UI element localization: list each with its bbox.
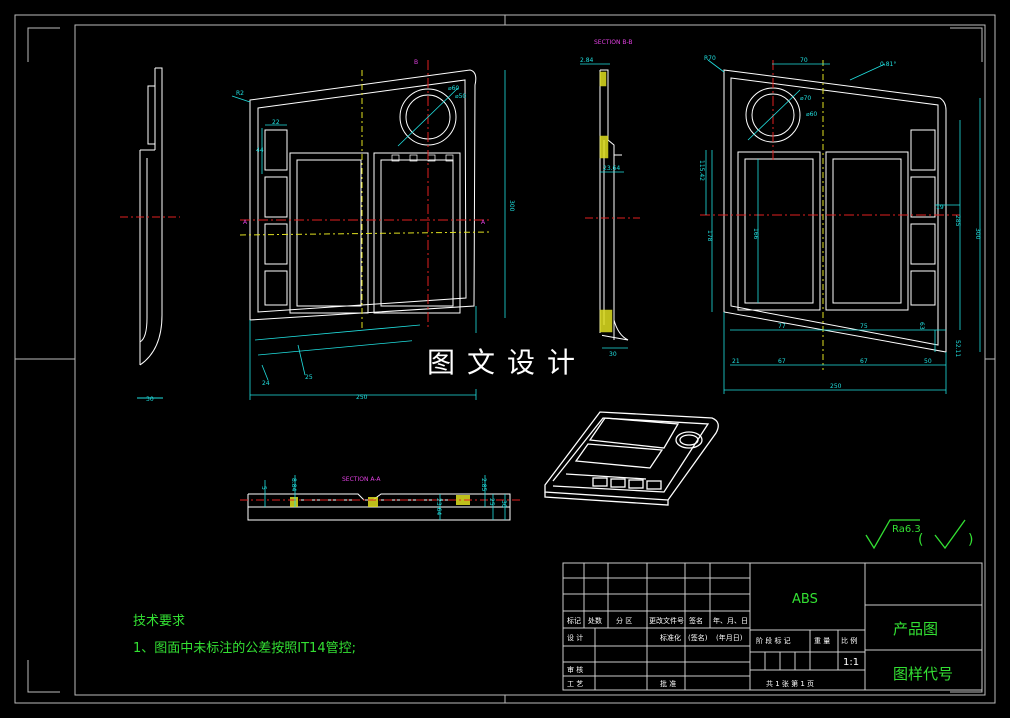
- front-height-dim: 300: [508, 200, 515, 212]
- rv-h2-dim: 178: [706, 230, 713, 242]
- roughness-symbol: [865, 519, 966, 550]
- rv-h1-dim: 115.42: [698, 160, 705, 181]
- aa-d3-dim: 2.85: [480, 478, 487, 492]
- front-bottom1-dim: 24: [262, 380, 270, 387]
- front-bottom2-dim: 25: [305, 374, 313, 381]
- rv-w3-dim: 21: [732, 358, 740, 365]
- tb-design: 设 计: [567, 633, 583, 642]
- rv-corner-dim: R70: [704, 55, 716, 62]
- aa-d4-dim: 23.64: [435, 498, 442, 515]
- section-aa-view: [247, 493, 511, 521]
- rv-w4-dim: 67: [778, 358, 786, 365]
- rv-h8-dim: 52.11: [954, 340, 961, 357]
- front-small-dim: 22: [272, 119, 280, 126]
- technical-notes: 技术要求 1、图面中未标注的公差按照IT14管控;: [133, 610, 356, 656]
- rv-w6-dim: 50: [924, 358, 932, 365]
- front-view-slots: [391, 154, 454, 162]
- tb-standardize: 标准化: [660, 633, 681, 642]
- roughness-paren-open: (: [918, 532, 923, 548]
- tb-header-1: 处数: [588, 616, 602, 625]
- drawing-frame: [14, 14, 996, 704]
- rv-w5-dim: 67: [860, 358, 868, 365]
- right-view-centerlines: [700, 60, 960, 216]
- tb-header-0: 标记: [567, 616, 581, 625]
- marker-b: B: [414, 59, 418, 66]
- circle-inner-dim: ⌀50: [455, 93, 466, 100]
- watermark-banner: 图文设计: [412, 333, 602, 389]
- rv-hole1-dim: ⌀70: [800, 95, 811, 102]
- circle-outer-dim: ⌀60: [448, 85, 459, 92]
- front-view: [249, 69, 477, 321]
- rv-h5-dim: 300: [974, 228, 981, 240]
- rv-h3-dim: 166: [752, 228, 759, 240]
- tb-drawing-code: 图样代号: [893, 665, 953, 683]
- tb-header-2: 分 区: [616, 616, 632, 625]
- tb-header-3: 更改文件号: [649, 616, 684, 625]
- tb-scale-label: 比 例: [841, 636, 857, 645]
- right-view-dimensions: [705, 59, 981, 394]
- tb-stage: 阶 段 标 记: [756, 636, 791, 645]
- tb-approve: 批 准: [660, 679, 676, 688]
- marker-a-right: A: [481, 219, 486, 226]
- rv-top-dim: 70: [800, 57, 808, 64]
- front-small2-dim: 44: [256, 147, 264, 154]
- tb-weight: 重 量: [814, 637, 830, 645]
- notes-line-1: 1、图面中未标注的公差按照IT14管控;: [133, 641, 356, 656]
- sec-thick-dim: 2.84: [580, 57, 594, 64]
- right-view: [723, 69, 947, 353]
- tb-review: 审 核: [567, 665, 583, 674]
- tb-signature: (签名): [688, 633, 708, 642]
- rv-w1-dim: 77: [778, 323, 786, 330]
- front-view-centerlines: [240, 60, 490, 330]
- side-view: [139, 67, 163, 366]
- section-bb-view: [599, 69, 629, 341]
- tb-date: (年月日): [716, 633, 743, 642]
- front-angle-dim: R2: [236, 90, 244, 97]
- tb-header-5: 年、月、日: [713, 616, 748, 625]
- aa-d1-dim: 5: [260, 486, 267, 490]
- rv-h6-dim: 19: [936, 204, 944, 211]
- marker-a-left: A: [243, 219, 248, 226]
- watermark-text: 图文设计: [426, 346, 587, 379]
- front-view-dimensions: [231, 70, 506, 400]
- rv-h4-dim: 285: [954, 215, 961, 227]
- tb-process: 工 艺: [567, 680, 583, 688]
- aa-d6-dim: 30: [500, 500, 507, 508]
- section-bb-label: SECTION B-B: [594, 39, 633, 46]
- rv-hole2-dim: ⌀60: [806, 111, 817, 118]
- section-bb-hatch: [599, 71, 613, 333]
- sec-mid-dim: 23.64: [603, 165, 620, 172]
- rv-total-dim: 250: [830, 383, 842, 390]
- rv-h7-dim: 63: [918, 322, 925, 330]
- tb-material: ABS: [792, 592, 818, 607]
- rv-w2-dim: 75: [860, 323, 868, 330]
- section-aa-hatch: [290, 495, 470, 507]
- front-width-dim: 250: [356, 394, 368, 401]
- aa-d2-dim: 8.84: [290, 478, 297, 492]
- tb-scale: 1:1: [843, 657, 859, 668]
- section-aa-label: SECTION A-A: [342, 476, 381, 483]
- tb-header-4: 签名: [689, 616, 703, 625]
- sec-bottom-dim: 30: [609, 351, 617, 358]
- side-width-dim: 30: [146, 396, 154, 403]
- notes-heading: 技术要求: [133, 614, 186, 629]
- roughness-value: Ra6.3: [892, 524, 921, 535]
- tb-sheets: 共 1 张 第 1 页: [766, 679, 814, 688]
- rv-angle-dim: 0.81°: [880, 61, 896, 68]
- aa-d5-dim: 25: [488, 498, 495, 506]
- tb-drawing-type: 产品图: [893, 620, 938, 638]
- isometric-view: [544, 411, 719, 506]
- title-block: [562, 562, 983, 691]
- roughness-paren-close: ): [968, 532, 973, 548]
